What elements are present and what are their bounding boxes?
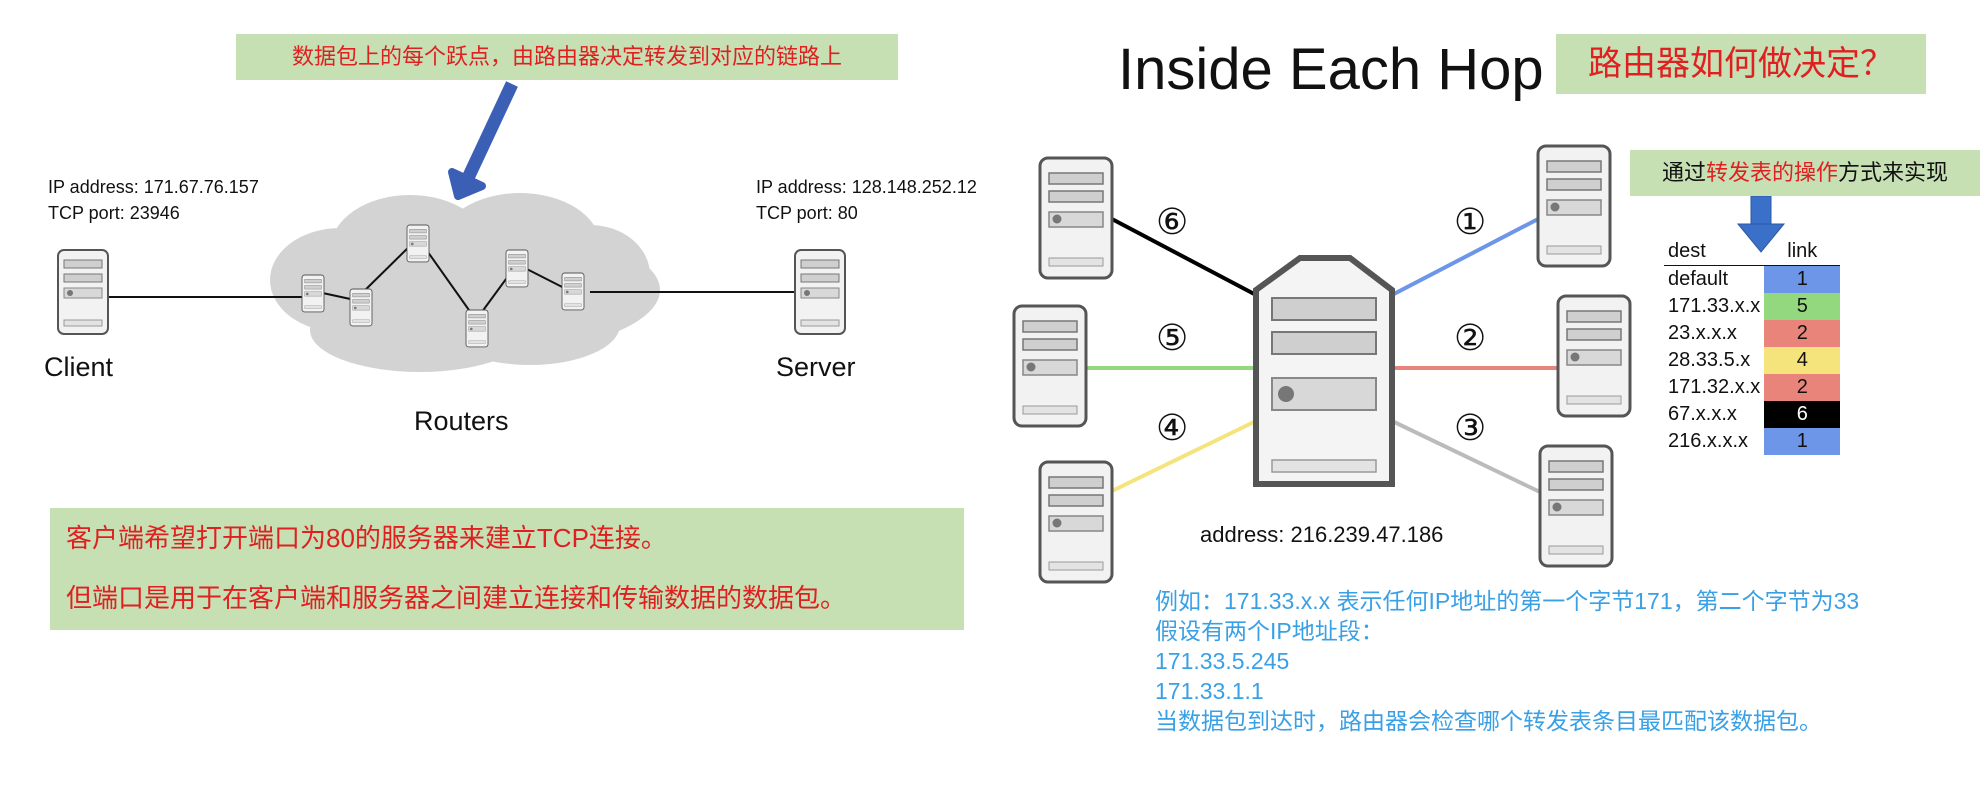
table-cell-dest: default — [1668, 268, 1729, 290]
link-number-6: ⑥ — [1156, 202, 1189, 243]
forwarding-note-highlight: 转发表的操作 — [1705, 160, 1838, 185]
table-row: 28.33.5.x 4 — [1664, 347, 1841, 374]
arrow-down-icon — [448, 81, 518, 200]
table-cell-link: 4 — [1764, 347, 1841, 374]
link-number-4: ④ — [1156, 408, 1189, 449]
title-note: 路由器如何做决定？ — [1556, 34, 1926, 94]
neighbor-server-4-icon — [1038, 460, 1114, 584]
table-header-link: link — [1764, 240, 1841, 266]
table-cell-link: 6 — [1764, 401, 1841, 428]
router-icon — [406, 224, 430, 263]
server-port: TCP port: 80 — [756, 203, 858, 223]
table-cell-link: 1 — [1764, 428, 1841, 455]
neighbor-server-3-icon — [1538, 444, 1614, 568]
table-cell-dest: 216.x.x.x — [1668, 430, 1749, 452]
client-computer-icon — [57, 249, 109, 335]
connection-note: 客户端希望打开端口为80的服务器来建立TCP连接。 但端口是用于在客户端和服务器… — [50, 508, 964, 630]
server-address: IP address: 128.148.252.12 TCP port: 80 — [756, 174, 977, 226]
table-cell-dest: 23.x.x.x — [1668, 322, 1737, 344]
explanation-line-1: 例如：171.33.x.x 表示任何IP地址的第一个字节171，第二个字节为33 — [1155, 588, 1860, 614]
link-number-5: ⑤ — [1156, 318, 1189, 359]
routers-label: Routers — [414, 406, 509, 436]
table-cell-link: 2 — [1764, 374, 1841, 401]
router-address: address: 216.239.47.186 — [1200, 522, 1444, 547]
forwarding-note: 通过转发表的操作方式来实现 — [1630, 150, 1980, 196]
forwarding-note-suffix: 方式来实现 — [1838, 160, 1949, 185]
table-cell-dest: 171.32.x.x — [1668, 376, 1761, 398]
router-icon — [561, 272, 585, 311]
top-callout: 数据包上的每个跃点，由路由器决定转发到对应的链路上 — [236, 34, 898, 80]
server-computer-icon — [794, 249, 846, 335]
table-header-dest: dest — [1664, 240, 1765, 266]
table-cell-link: 5 — [1764, 293, 1841, 320]
link-number-2: ② — [1454, 318, 1487, 359]
explanation-line-2: 假设有两个IP地址段： — [1155, 618, 1384, 644]
central-router-icon — [1253, 255, 1395, 487]
explanation-line-3: 171.33.5.245 — [1155, 648, 1290, 674]
table-row: 23.x.x.x 2 — [1664, 320, 1841, 347]
link-number-3: ③ — [1454, 408, 1487, 449]
arrow-down-icon — [1736, 195, 1786, 253]
table-row: default 1 — [1664, 265, 1841, 293]
router-icon — [505, 249, 529, 288]
neighbor-server-2-icon — [1556, 294, 1632, 418]
client-port: TCP port: 23946 — [48, 203, 180, 223]
client-ip: IP address: 171.67.76.157 — [48, 177, 259, 197]
explanation-line-5: 当数据包到达时，路由器会检查哪个转发表条目最匹配该数据包。 — [1155, 708, 1822, 734]
note-line-2: 但端口是用于在客户端和服务器之间建立连接和传输数据的数据包。 — [66, 583, 847, 613]
explanation-text: 例如：171.33.x.x 表示任何IP地址的第一个字节171，第二个字节为33… — [1155, 586, 1859, 736]
table-row: 216.x.x.x 1 — [1664, 428, 1841, 455]
table-row: 67.x.x.x 6 — [1664, 401, 1841, 428]
routers-cloud — [270, 193, 660, 372]
note-line-1: 客户端希望打开端口为80的服务器来建立TCP连接。 — [66, 523, 667, 553]
table-cell-link: 1 — [1764, 265, 1841, 293]
router-icon — [301, 274, 325, 313]
link-1-line — [1389, 216, 1541, 298]
explanation-line-4: 171.33.1.1 — [1155, 678, 1264, 704]
neighbor-server-1-icon — [1536, 144, 1612, 268]
hop-links — [1082, 216, 1562, 494]
link-4-line — [1109, 418, 1259, 494]
client-address: IP address: 171.67.76.157 TCP port: 2394… — [48, 174, 259, 226]
table-cell-dest: 171.33.x.x — [1668, 295, 1761, 317]
neighbor-server-6-icon — [1038, 156, 1114, 280]
forwarding-note-prefix: 通过 — [1661, 160, 1706, 185]
client-label: Client — [44, 352, 114, 382]
table-cell-link: 2 — [1764, 320, 1841, 347]
server-ip: IP address: 128.148.252.12 — [756, 177, 977, 197]
link-6-line — [1109, 216, 1259, 298]
link-number-1: ① — [1454, 202, 1487, 243]
page-title: Inside Each Hop — [1118, 37, 1544, 102]
server-label: Server — [776, 352, 856, 382]
table-cell-dest: 28.33.5.x — [1668, 349, 1751, 371]
router-icon — [349, 288, 373, 327]
router-icon — [465, 309, 489, 348]
link-3-line — [1389, 418, 1541, 494]
neighbor-server-5-icon — [1012, 304, 1088, 428]
table-cell-dest: 67.x.x.x — [1668, 403, 1737, 425]
